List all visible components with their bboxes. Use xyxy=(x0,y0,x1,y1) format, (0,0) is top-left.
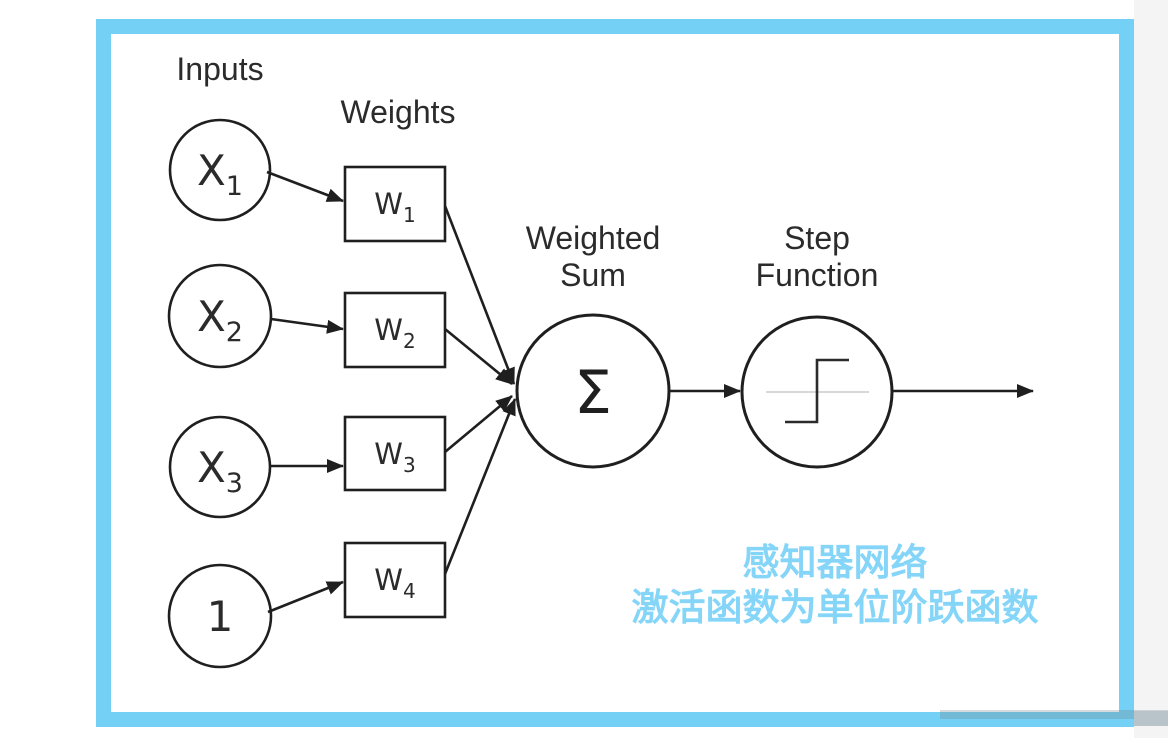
weight-box-w4-label: W4 xyxy=(374,563,415,603)
weight-box-w3 xyxy=(343,415,447,492)
input-node-bias xyxy=(167,563,273,669)
weight-box-w4 xyxy=(343,541,447,619)
input-node-x1 xyxy=(168,118,272,222)
weights-label: Weights xyxy=(340,94,455,130)
arrow-bias-to-w4 xyxy=(267,580,344,614)
input-node-bias-label: 1 xyxy=(207,592,234,641)
weight-box-w1 xyxy=(343,165,447,243)
bottom-shadow-overlay xyxy=(940,710,1168,719)
weighted-sum-label-line2: Sum xyxy=(560,257,626,293)
weight-box-w2 xyxy=(343,291,447,369)
step-function-label-line1: Step xyxy=(784,220,850,256)
arrow-w1-to-sum xyxy=(443,205,516,385)
weighted-sum-node xyxy=(515,313,671,469)
arrow-x1-to-w1 xyxy=(266,170,344,203)
arrow-x2-to-w2 xyxy=(270,317,344,334)
weight-box-w1-label: W1 xyxy=(374,187,415,227)
bottom-band-extension xyxy=(1134,711,1168,726)
caption-chinese: 感知器网络 激活函数为单位阶跃函数 xyxy=(535,540,1135,630)
step-function-label-line2: Function xyxy=(756,257,879,293)
caption-line2: 激活函数为单位阶跃函数 xyxy=(631,587,1039,628)
weight-box-w3-label: W3 xyxy=(374,437,415,477)
arrow-w3-to-sum xyxy=(444,395,513,453)
arrow-w4-to-sum xyxy=(443,398,517,575)
page-right-gutter xyxy=(1134,0,1168,738)
input-node-x2-label: X2 xyxy=(197,292,243,348)
inputs-label: Inputs xyxy=(176,51,263,87)
caption-line1: 感知器网络 xyxy=(742,542,928,583)
input-node-x1-label: X1 xyxy=(197,146,243,202)
input-node-x3-label: X3 xyxy=(197,443,243,499)
input-node-x2 xyxy=(167,263,273,369)
sigma-symbol: Σ xyxy=(574,358,612,428)
arrow-w2-to-sum xyxy=(444,327,513,386)
weighted-sum-label-line1: Weighted xyxy=(526,220,661,256)
weight-box-w2-label: W2 xyxy=(374,313,415,353)
step-function-icon xyxy=(766,358,869,424)
